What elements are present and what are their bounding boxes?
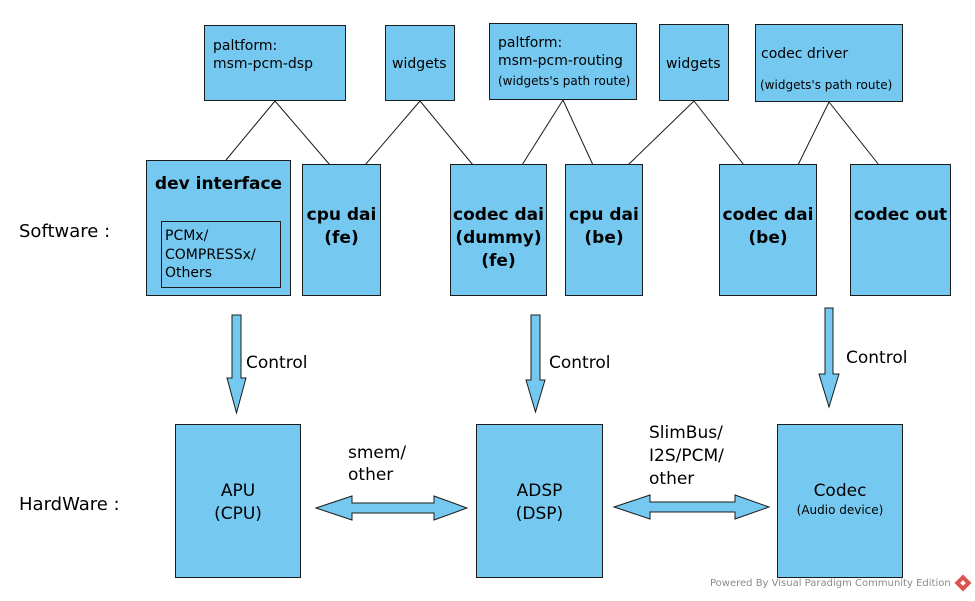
platform-routing-line1: paltform: — [498, 35, 563, 51]
software-row-label: Software : — [19, 221, 111, 242]
adsp-label: ADSP (DSP) — [477, 480, 602, 526]
double-arrow-apu-adsp — [314, 495, 469, 521]
codec-driver-box: codec driver (widgets's path route) — [755, 24, 903, 102]
adsp-box: ADSP (DSP) — [476, 424, 603, 578]
apu-line1: APU — [220, 481, 256, 501]
platform-dsp-line2: msm-pcm-dsp — [213, 56, 313, 72]
dev-interface-title: dev interface — [154, 174, 283, 194]
codec-dai-be-box: codec dai (be) — [719, 164, 817, 296]
link-routing-cpube — [562, 99, 594, 166]
link-widgets1-codecfe — [419, 100, 474, 166]
vp-logo-icon — [954, 574, 972, 592]
footer-credit: Powered By Visual Paradigm Community Edi… — [710, 578, 951, 589]
bus-label-line3: other — [649, 469, 695, 489]
apu-label: APU (CPU) — [176, 480, 300, 526]
codec-dai-fe-line3: (fe) — [481, 251, 516, 271]
cpu-dai-fe-line1: cpu dai — [306, 205, 377, 225]
codec-dai-fe-box: codec dai (dummy) (fe) — [450, 164, 547, 296]
link-widgets2-cpube — [627, 100, 695, 166]
platform-routing-box: paltform: msm-pcm-routing (widgets's pat… — [489, 23, 637, 100]
smem-label-line2: other — [348, 465, 394, 485]
platform-routing-line2: msm-pcm-routing — [498, 53, 623, 69]
apu-line2: (CPU) — [214, 504, 262, 524]
widgets-2-label: widgets — [666, 56, 721, 72]
platform-dsp-box: paltform: msm-pcm-dsp — [204, 25, 346, 101]
control-label-apu: Control — [246, 353, 308, 373]
link-routing-codecfe — [521, 99, 564, 166]
codec-dai-fe-label: codec dai (dummy) (fe) — [451, 204, 546, 273]
dev-interface-inner-box: PCMx/ COMPRESSx/ Others — [161, 221, 281, 288]
adsp-line2: (DSP) — [515, 504, 564, 524]
link-dsp-cpufe — [274, 100, 331, 166]
link-driver-codecout — [828, 101, 880, 166]
widgets-1-label: widgets — [392, 56, 447, 72]
cpu-dai-fe-box: cpu dai (fe) — [302, 164, 381, 296]
control-arrow-apu — [226, 314, 247, 415]
codec-driver-label: codec driver — [761, 46, 849, 62]
smem-label-line1: smem/ — [348, 443, 407, 463]
codec-dai-fe-line2: (dummy) — [455, 228, 542, 248]
codec-dai-be-line2: (be) — [748, 228, 788, 248]
double-arrow-adsp-codec — [612, 494, 771, 520]
bus-label-line1: SlimBus/ — [649, 423, 723, 443]
cpu-dai-be-label: cpu dai (be) — [566, 204, 642, 250]
cpu-dai-be-box: cpu dai (be) — [565, 164, 643, 296]
codec-box: Codec (Audio device) — [777, 424, 903, 578]
link-widgets2-codecbe — [693, 100, 745, 166]
codec-dai-fe-line1: codec dai — [453, 205, 544, 225]
widgets-box-2: widgets — [659, 24, 729, 101]
hardware-row-label: HardWare : — [19, 494, 120, 515]
control-label-codec: Control — [846, 348, 908, 368]
platform-routing-note: (widgets's path route) — [498, 74, 631, 88]
codec-label: Codec — [813, 481, 867, 501]
link-driver-codecbe — [797, 101, 830, 166]
dev-interface-inner-line1: PCMx/ — [165, 228, 209, 244]
widgets-box-1: widgets — [385, 25, 455, 101]
adsp-line1: ADSP — [516, 481, 563, 501]
control-label-adsp: Control — [549, 353, 611, 373]
link-widgets1-cpufe — [364, 100, 421, 166]
link-dsp-devif — [225, 100, 276, 161]
apu-box: APU (CPU) — [175, 424, 301, 578]
dev-interface-inner-line3: Others — [165, 265, 213, 281]
cpu-dai-be-line2: (be) — [584, 228, 624, 248]
platform-dsp-line1: paltform: — [213, 38, 278, 54]
control-arrow-codec — [818, 307, 840, 409]
cpu-dai-fe-line2: (fe) — [324, 228, 359, 248]
control-arrow-adsp — [525, 314, 546, 414]
cpu-dai-fe-label: cpu dai (fe) — [303, 204, 380, 250]
codec-out-box: codec out — [850, 164, 951, 296]
codec-out-label: codec out — [853, 205, 948, 225]
cpu-dai-be-line1: cpu dai — [569, 205, 639, 225]
codec-dai-be-line1: codec dai — [722, 205, 814, 225]
codec-dai-be-label: codec dai (be) — [720, 204, 816, 250]
codec-note: (Audio device) — [796, 503, 884, 517]
codec-driver-note: (widgets's path route) — [760, 78, 893, 92]
dev-interface-box: dev interface PCMx/ COMPRESSx/ Others — [146, 160, 291, 296]
bus-label-line2: I2S/PCM/ — [649, 446, 724, 466]
dev-interface-inner-line2: COMPRESSx/ — [165, 247, 256, 263]
